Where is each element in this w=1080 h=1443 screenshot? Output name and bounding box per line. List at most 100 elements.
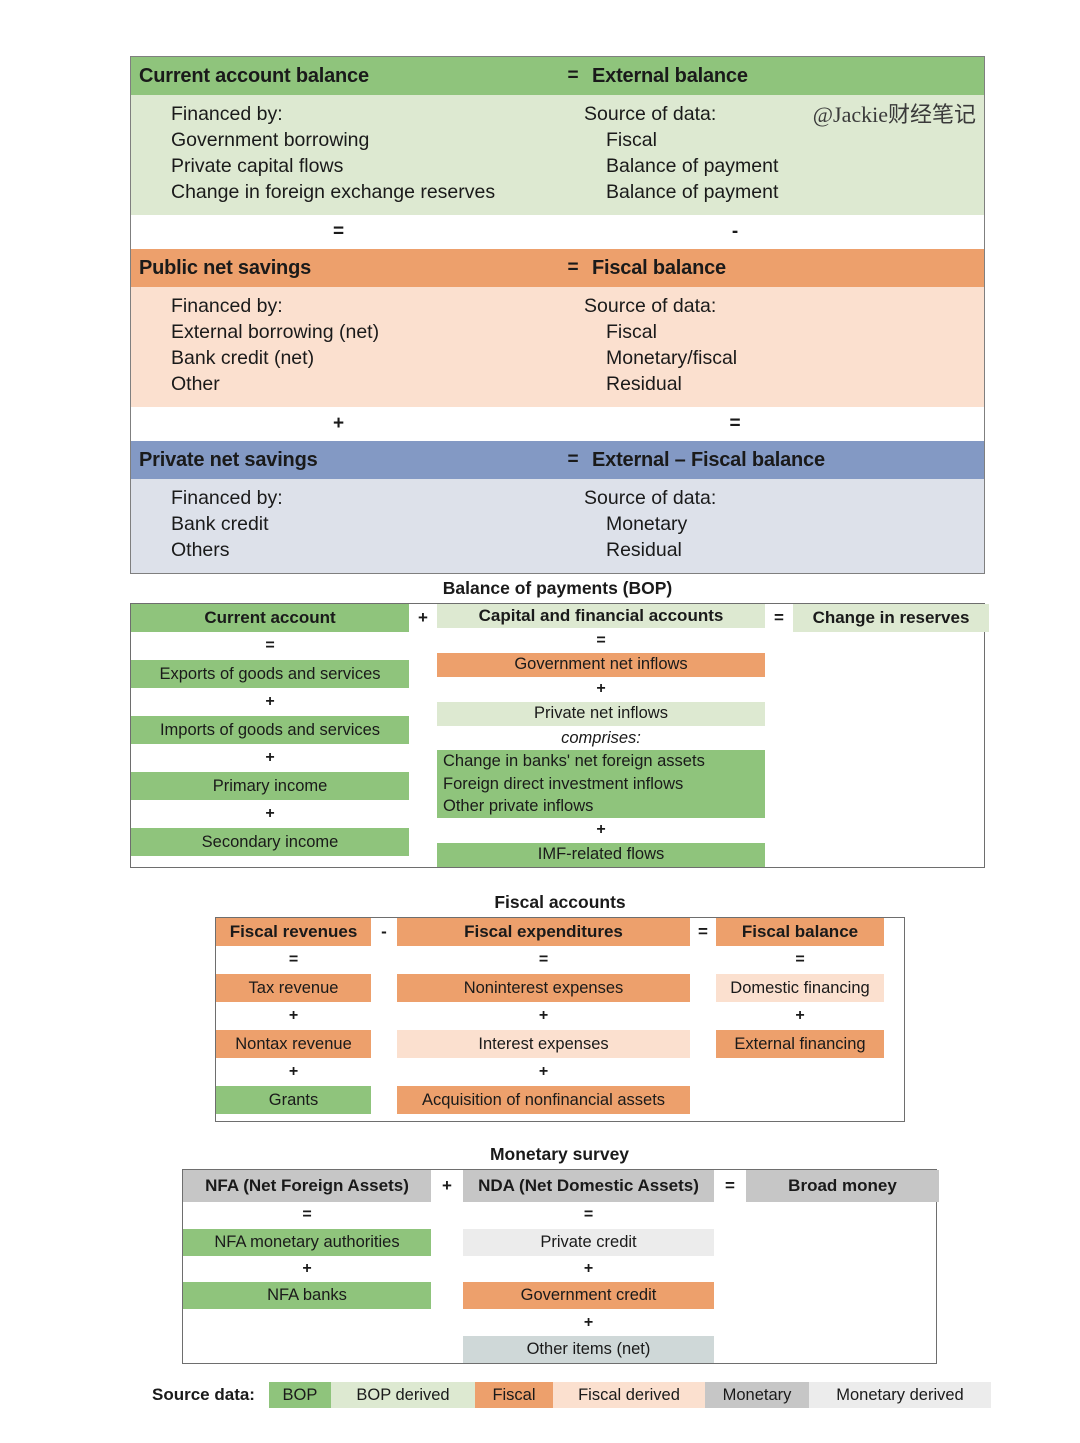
source-of-data-item: Residual	[606, 373, 682, 395]
balance-separator-1: +=	[131, 407, 984, 441]
balance-block-body-1: Financed by:External borrowing (net)Bank…	[131, 287, 984, 407]
monetary-section: Monetary survey NFA (Net Foreign Assets)…	[182, 1144, 939, 1364]
legend-swatch-monetary_derived: Monetary derived	[808, 1382, 991, 1408]
bop-cap-cell-9: IMF-related flows	[437, 842, 765, 868]
bop-ca-cell-7: Secondary income	[131, 828, 409, 856]
monetary-table: NFA (Net Foreign Assets)=NFA monetary au…	[182, 1169, 939, 1364]
fiscal-exp-cell-3: Interest expenses	[397, 1030, 690, 1058]
monetary-broad-money-column: Broad money	[746, 1170, 939, 1363]
fiscal-table: Fiscal revenues=Tax revenue+Nontax reven…	[215, 917, 905, 1122]
monetary-nfa-column: NFA (Net Foreign Assets)=NFA monetary au…	[183, 1170, 431, 1363]
legend-swatch-bop: BOP	[268, 1382, 331, 1408]
monetary-nfa-cell-5	[183, 1336, 431, 1363]
source-of-data-item: Fiscal	[606, 129, 657, 151]
fiscal-exp-cell-1: Noninterest expenses	[397, 974, 690, 1002]
fiscal-exp-cell-4: +	[538, 1063, 549, 1080]
bop-ca-cell-6: +	[265, 805, 275, 822]
bop-cap-cell-8: +	[596, 821, 606, 839]
bop-header-current-account: Current account	[131, 604, 409, 632]
monetary-nda-cell-1: Private credit	[463, 1228, 714, 1256]
fiscal-operator-minus: -	[381, 922, 387, 941]
fiscal-operator-2-column: =	[690, 918, 716, 1121]
fiscal-rev-cell-1: Tax revenue	[216, 974, 371, 1002]
fiscal-exp-cell-0: =	[538, 951, 549, 968]
bop-operator-plus: +	[418, 608, 428, 627]
financed-by-item: Private capital flows	[171, 155, 344, 177]
monetary-nda-cell-2: +	[583, 1259, 594, 1277]
balance-financed-col: Financed by:External borrowing (net)Bank…	[131, 293, 546, 397]
balance-operator: =	[567, 65, 579, 86]
bop-ca-cell-1: Exports of goods and services	[131, 660, 409, 688]
monetary-header-broad-money: Broad money	[746, 1170, 939, 1202]
fiscal-bal-cell-2: +	[795, 1007, 805, 1024]
financed-by-item: External borrowing (net)	[171, 321, 380, 343]
monetary-nda-cell-4: +	[583, 1313, 594, 1331]
monetary-nfa-cell-0: =	[302, 1206, 312, 1224]
fiscal-bal-cell-0: =	[795, 951, 805, 968]
bop-section: Balance of payments (BOP) Current accoun…	[130, 578, 989, 868]
bop-header-capital-financial: Capital and financial accounts	[437, 604, 765, 629]
fiscal-operator-1-column: -	[371, 918, 397, 1121]
legend-swatch-fiscal_derived: Fiscal derived	[552, 1382, 705, 1408]
fiscal-section: Fiscal accounts Fiscal revenues=Tax reve…	[215, 892, 905, 1122]
bop-ca-cell-4: +	[265, 749, 275, 766]
source-of-data-item: Balance of payment	[606, 155, 779, 177]
separator-left-operator: +	[332, 413, 345, 434]
bop-title: Balance of payments (BOP)	[442, 578, 673, 598]
monetary-title: Monetary survey	[489, 1144, 630, 1164]
separator-left-operator: =	[332, 221, 345, 242]
bop-cap-cell-1: Government net inflows	[437, 652, 765, 678]
monetary-header-nfa: NFA (Net Foreign Assets)	[183, 1170, 431, 1202]
financed-by-heading: Financed by:	[171, 487, 283, 509]
legend-swatch-bop_derived: BOP derived	[330, 1382, 475, 1408]
fiscal-bal-cell-3: External financing	[716, 1030, 884, 1058]
monetary-operator-1-column: +	[431, 1170, 463, 1363]
monetary-nfa-cell-4	[183, 1309, 431, 1336]
monetary-nda-cell-0: =	[583, 1206, 594, 1224]
monetary-operator-2-column: =	[714, 1170, 746, 1363]
monetary-operator-plus: +	[442, 1176, 452, 1195]
source-of-data-heading: Source of data:	[584, 103, 717, 125]
source-of-data-item: Balance of payment	[606, 181, 779, 203]
financed-by-heading: Financed by:	[171, 103, 283, 125]
financed-by-item: Government borrowing	[171, 129, 370, 151]
source-of-data-item: Monetary	[606, 513, 688, 535]
financed-by-item: Others	[171, 539, 230, 561]
balance-block-header-2: Private net savings=External – Fiscal ba…	[131, 441, 984, 479]
fiscal-bal-cell-5	[716, 1086, 884, 1114]
legend-swatch-monetary: Monetary	[704, 1382, 809, 1408]
source-of-data-item: Monetary/fiscal	[606, 347, 738, 369]
fiscal-bal-cell-1: Domestic financing	[716, 974, 884, 1002]
fiscal-header-revenues: Fiscal revenues	[216, 918, 371, 946]
fiscal-header-balance: Fiscal balance	[716, 918, 884, 946]
bop-cap-cell-2: +	[596, 680, 606, 698]
fiscal-exp-cell-5: Acquisition of nonfinancial assets	[397, 1086, 690, 1114]
bop-ca-cell-3: Imports of goods and services	[131, 716, 409, 744]
fiscal-exp-cell-2: +	[538, 1007, 549, 1024]
legend-label: Source data:	[152, 1385, 255, 1404]
fiscal-operator-equals: =	[698, 922, 708, 941]
bop-cap-cell-7: Other private inflows	[437, 795, 765, 819]
monetary-nda-cell-3: Government credit	[463, 1282, 714, 1310]
balance-separator-0: =-	[131, 215, 984, 249]
balance-left-title: Private net savings	[139, 448, 318, 471]
bop-operator-1-column: +	[409, 604, 437, 867]
bop-header-change-in-reserves: Change in reserves	[793, 604, 989, 632]
bop-cap-cell-0: =	[596, 631, 606, 649]
balance-right-title: External balance	[592, 64, 748, 87]
bop-change-reserves-column: Change in reserves	[793, 604, 989, 867]
bop-capital-financial-column: Capital and financial accounts = Governmen…	[437, 604, 765, 868]
monetary-header-nda: NDA (Net Domestic Assets)	[463, 1170, 714, 1202]
bop-ca-cell-0: =	[265, 637, 275, 654]
fiscal-rev-cell-2: +	[288, 1007, 299, 1024]
balance-left-title: Current account balance	[139, 64, 369, 87]
financed-by-item: Bank credit (net)	[171, 347, 315, 369]
fiscal-balance-column: Fiscal balance = Domestic financing + Extern…	[716, 918, 884, 1121]
legend-swatch-fiscal: Fiscal	[474, 1382, 553, 1408]
